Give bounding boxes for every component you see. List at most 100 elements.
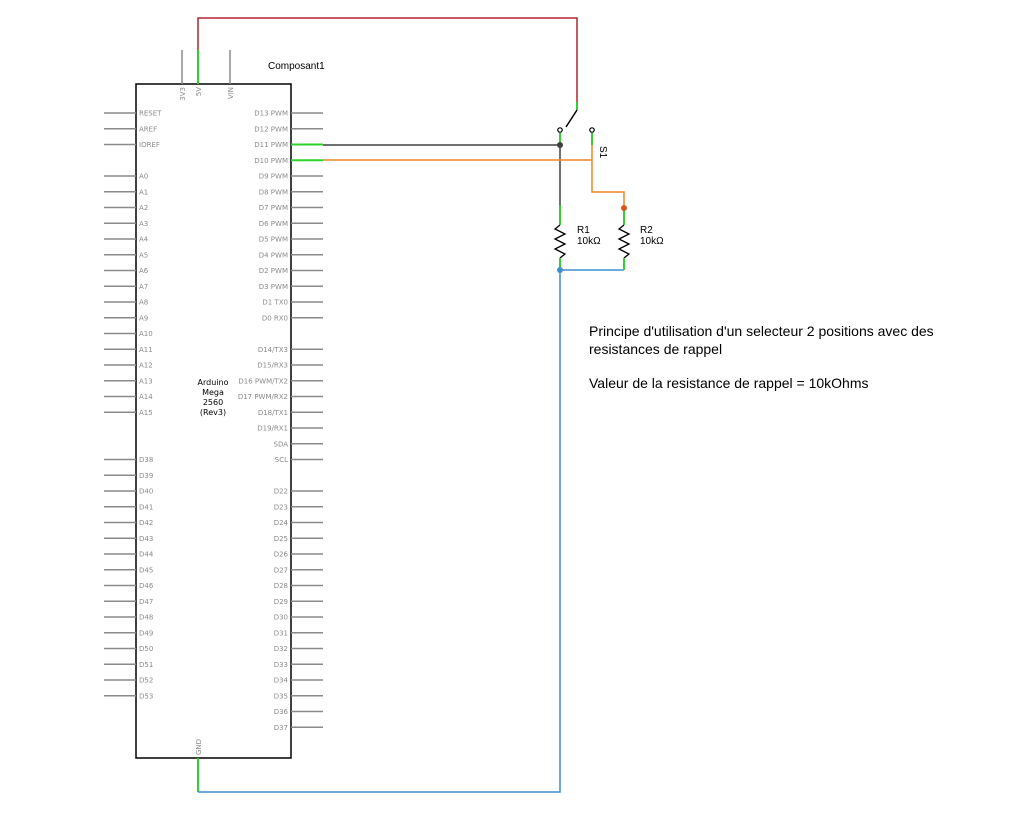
left-pin-a8[interactable]: A8 [104,299,148,307]
right-pin-d13-pwm[interactable]: D13 PWM [254,110,323,118]
resistor-r2[interactable]: R2 10kΩ [617,210,664,270]
right-pin-d5-pwm[interactable]: D5 PWM [259,236,323,244]
left-pin-a2[interactable]: A2 [104,204,148,212]
right-pin-d36[interactable]: D36 [274,708,323,716]
left-pin-label-a12: A12 [139,362,153,370]
left-pin-d41[interactable]: D41 [104,503,153,511]
left-pin-d39[interactable]: D39 [104,472,153,480]
left-pin-a3[interactable]: A3 [104,220,148,228]
right-pin-d29[interactable]: D29 [274,598,323,606]
right-pin-d12-pwm[interactable]: D12 PWM [254,125,323,133]
right-pin-d32[interactable]: D32 [274,645,323,653]
top-pin-vin[interactable]: VIN [227,50,235,99]
left-pin-a9[interactable]: A9 [104,314,148,322]
left-pin-d38[interactable]: D38 [104,456,153,464]
left-pin-d50[interactable]: D50 [104,645,153,653]
right-pin-d25[interactable]: D25 [274,535,323,543]
left-pin-a13[interactable]: A13 [104,377,153,385]
right-pin-d15-rx3[interactable]: D15/RX3 [257,362,323,370]
right-pin-d14-tx3[interactable]: D14/TX3 [258,346,323,354]
left-pin-d52[interactable]: D52 [104,677,153,685]
right-pin-d27[interactable]: D27 [274,566,323,574]
right-pin-label-d18-tx1: D18/TX1 [258,409,288,417]
right-pin-scl[interactable]: SCL [275,456,323,464]
right-pin-d16-pwm-tx2[interactable]: D16 PWM/TX2 [238,377,323,385]
left-pin-a0[interactable]: A0 [104,173,148,181]
left-pin-d45[interactable]: D45 [104,566,153,574]
left-pin-reset[interactable]: RESET [104,110,162,118]
right-pin-d18-tx1[interactable]: D18/TX1 [258,409,323,417]
left-pin-label-a0: A0 [139,173,148,181]
right-pin-sda[interactable]: SDA [274,440,324,448]
top-pin-label-vin: VIN [227,87,235,99]
right-pin-group: D13 PWM D12 PWM D11 PWM D10 PWM D9 PWM D8 PWM… [238,110,323,732]
left-pin-a10[interactable]: A10 [104,330,153,338]
top-pin-label-3v3: 3V3 [179,87,187,101]
board-name-line-3: 2560 [203,398,223,407]
left-pin-a6[interactable]: A6 [104,267,149,275]
left-pin-d48[interactable]: D48 [104,614,153,622]
left-pin-label-a8: A8 [139,299,148,307]
right-pin-d35[interactable]: D35 [274,692,323,700]
right-pin-d2-pwm[interactable]: D2 PWM [259,267,323,275]
left-pin-a4[interactable]: A4 [104,236,149,244]
right-pin-d19-rx1[interactable]: D19/RX1 [257,425,323,433]
switch-s1[interactable]: S1 [557,102,608,159]
left-pin-a14[interactable]: A14 [104,393,153,401]
right-pin-d37[interactable]: D37 [274,724,323,732]
left-pin-a11[interactable]: A11 [104,346,153,354]
right-pin-d23[interactable]: D23 [274,503,323,511]
left-pin-a1[interactable]: A1 [104,188,148,196]
left-pin-d51[interactable]: D51 [104,661,153,669]
right-pin-label-d36: D36 [274,708,289,716]
left-pin-group: RESET AREF IOREF A0A1A2A3A4A5A6A7A8A9A10A11… [104,110,162,700]
left-pin-ioref[interactable]: IOREF [104,141,160,149]
left-pin-d47[interactable]: D47 [104,598,153,606]
right-pin-d24[interactable]: D24 [274,519,323,527]
left-pin-label-a2: A2 [139,204,148,212]
left-pin-a15[interactable]: A15 [104,409,153,417]
right-pin-d26[interactable]: D26 [274,551,323,559]
right-pin-d10-pwm[interactable]: D10 PWM [254,157,323,165]
left-pin-d40[interactable]: D40 [104,488,153,496]
right-pin-d28[interactable]: D28 [274,582,323,590]
resistor-r1[interactable]: R1 10kΩ [553,205,601,270]
right-pin-label-d11-pwm: D11 PWM [254,141,288,149]
left-pin-d46[interactable]: D46 [104,582,154,590]
bottom-pin-gnd[interactable]: GND [195,739,203,792]
left-pin-label-d51: D51 [139,661,153,669]
right-pin-d11-pwm[interactable]: D11 PWM [254,141,323,149]
right-pin-d9-pwm[interactable]: D9 PWM [259,173,323,181]
right-pin-d22[interactable]: D22 [274,488,323,496]
right-pin-label-d16-pwm-tx2: D16 PWM/TX2 [238,377,288,385]
left-pin-d43[interactable]: D43 [104,535,153,543]
wire-switch-to-r2[interactable] [591,140,625,215]
right-pin-d6-pwm[interactable]: D6 PWM [259,220,323,228]
right-pin-label-d37: D37 [274,724,288,732]
right-pin-d8-pwm[interactable]: D8 PWM [259,188,323,196]
left-pin-d44[interactable]: D44 [104,551,154,559]
left-pin-a5[interactable]: A5 [104,251,148,259]
right-pin-d3-pwm[interactable]: D3 PWM [259,283,323,291]
left-pin-a12[interactable]: A12 [104,362,153,370]
right-pin-d0-rx0[interactable]: D0 RX0 [262,314,323,322]
left-pin-label-ioref: IOREF [139,141,160,149]
top-pin-5v[interactable]: 5V [195,50,203,96]
left-pin-d49[interactable]: D49 [104,629,153,637]
top-pin-3v3[interactable]: 3V3 [179,50,187,101]
right-pin-d30[interactable]: D30 [274,614,323,622]
left-pin-aref[interactable]: AREF [104,125,157,133]
right-pin-d1-tx0[interactable]: D1 TX0 [262,299,323,307]
wire-5v-to-switch[interactable] [197,17,578,102]
right-pin-d34[interactable]: D34 [274,677,323,685]
right-pin-d31[interactable]: D31 [274,629,323,637]
left-pin-d42[interactable]: D42 [104,519,153,527]
right-pin-d33[interactable]: D33 [274,661,323,669]
left-pin-a7[interactable]: A7 [104,283,148,291]
left-pin-label-aref: AREF [139,125,157,133]
left-pin-d53[interactable]: D53 [104,692,153,700]
wire-ground-return[interactable] [198,270,561,793]
right-pin-d17-pwm-rx2[interactable]: D17 PWM/RX2 [238,393,323,401]
right-pin-d4-pwm[interactable]: D4 PWM [259,251,323,259]
right-pin-d7-pwm[interactable]: D7 PWM [259,204,323,212]
